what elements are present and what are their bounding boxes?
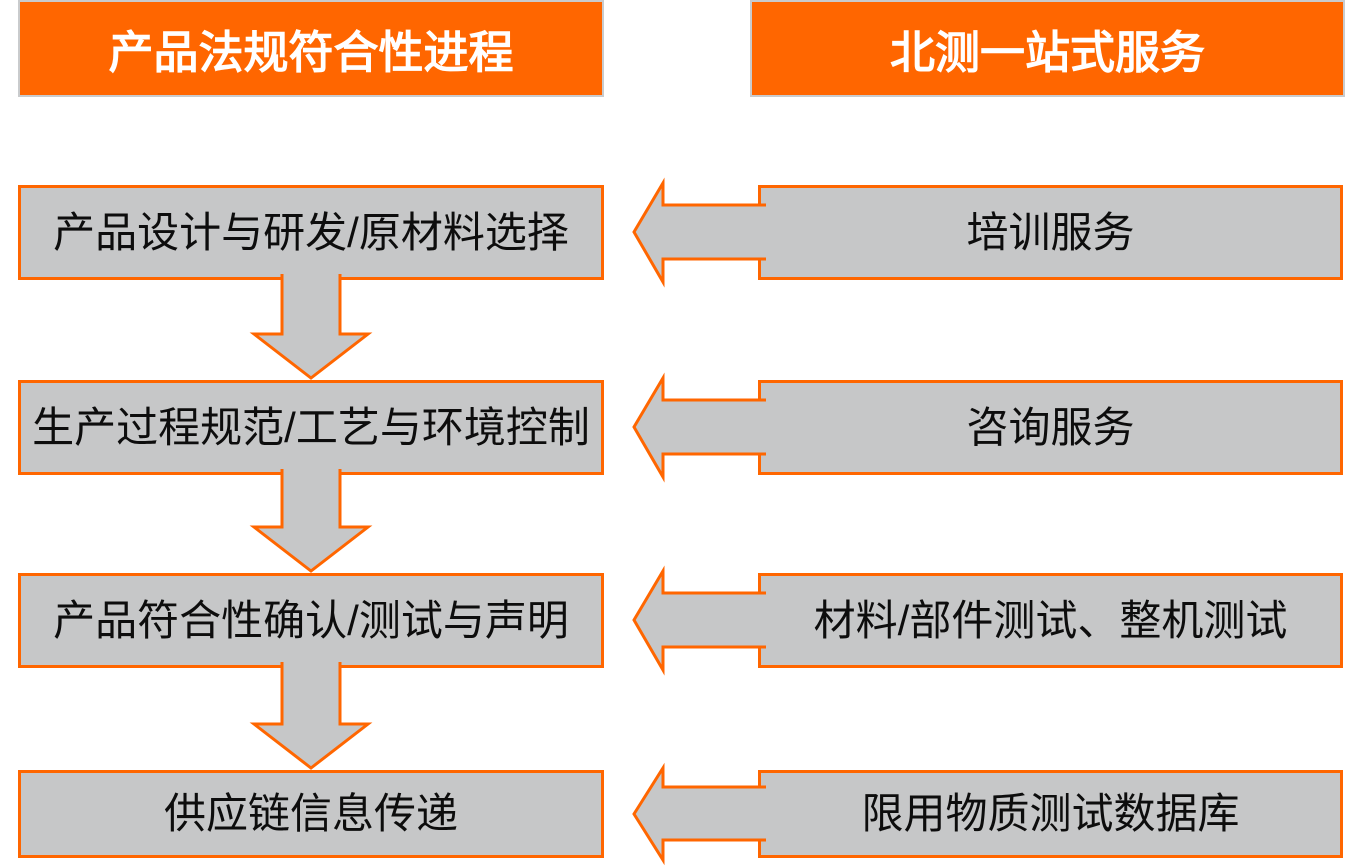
- process-step-box-1: 产品设计与研发/原材料选择: [18, 185, 604, 280]
- process-step-box-4: 供应链信息传递: [18, 770, 604, 858]
- service-box-1: 培训服务: [758, 185, 1343, 280]
- service-box-4: 限用物质测试数据库: [758, 770, 1343, 858]
- down-arrow-icon: [249, 274, 373, 380]
- left-arrow-icon: [632, 762, 766, 866]
- header-services-column: 北测一站式服务: [750, 0, 1345, 97]
- left-arrow-icon: [632, 177, 766, 288]
- service-box-2: 咨询服务: [758, 380, 1343, 475]
- process-step-box-2: 生产过程规范/工艺与环境控制: [18, 380, 604, 475]
- left-arrow-icon: [632, 372, 766, 483]
- process-step-box-3: 产品符合性确认/测试与声明: [18, 573, 604, 668]
- header-process-column: 产品法规符合性进程: [18, 0, 604, 97]
- down-arrow-icon: [249, 469, 373, 573]
- down-arrow-icon: [249, 662, 373, 770]
- left-arrow-icon: [632, 565, 766, 676]
- service-box-3: 材料/部件测试、整机测试: [758, 573, 1343, 668]
